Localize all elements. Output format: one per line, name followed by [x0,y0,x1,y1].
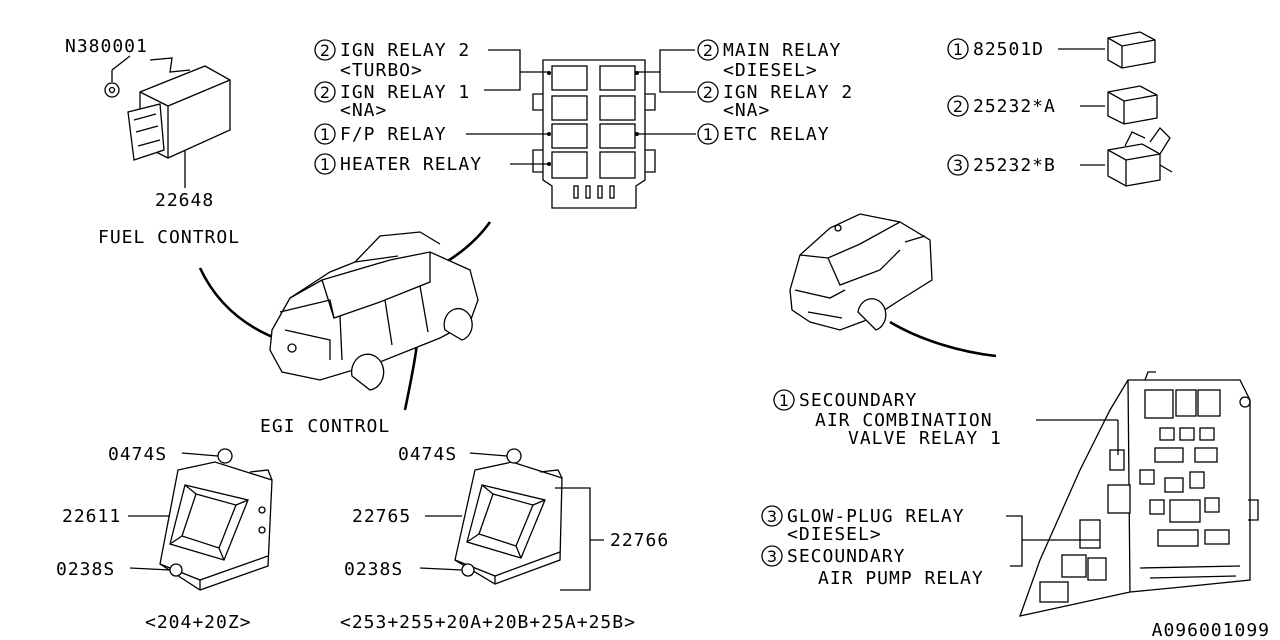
svg-text:SECOUNDARY: SECOUNDARY [787,546,905,567]
svg-text:IGN RELAY 1: IGN RELAY 1 [340,82,470,103]
svg-text:82501D: 82501D [973,39,1044,60]
relay-legend-item-3: 3 25232*B [947,126,1173,187]
fuel-control-module [104,55,231,188]
svg-text:2: 2 [703,41,713,60]
svg-text:1: 1 [320,155,330,174]
diagram-code: A096001099 [1152,620,1270,640]
ecm-left-caption: <204+20Z> [145,612,252,633]
ecm-right-bolt-top-label: 0474S [398,444,457,465]
callout-etc-relay: 1 ETC RELAY [697,123,830,145]
svg-text:1: 1 [320,125,330,144]
car-front-view [789,213,997,358]
callout-glow-plug-relay: 3 GLOW-PLUG RELAY <DIESEL> [761,505,965,545]
svg-text:<DIESEL>: <DIESEL> [787,524,882,545]
ecm-left [159,448,273,591]
relay-box [532,59,656,209]
fuel-unit-part-label: 22648 [155,190,214,211]
egi-control-caption: EGI CONTROL [260,416,390,437]
callout-heater-relay: 1 HEATER RELAY [314,153,482,175]
svg-text:2: 2 [953,97,963,116]
callout-secoundary-air-pump-relay: 3 SECOUNDARY AIR PUMP RELAY [761,545,984,589]
relay-legend-item-2: 2 25232*A [947,85,1158,125]
svg-text:1: 1 [703,125,713,144]
svg-text:ETC RELAY: ETC RELAY [723,124,830,145]
ecm-right-part-label: 22765 [352,506,411,527]
relay-legend-item-1: 1 82501D [947,31,1156,69]
svg-text:<TURBO>: <TURBO> [340,60,423,81]
svg-text:AIR COMBINATION: AIR COMBINATION [815,410,993,431]
engine-bay-relay-box [1018,371,1259,617]
svg-text:MAIN RELAY: MAIN RELAY [723,40,841,61]
svg-text:SECOUNDARY: SECOUNDARY [799,390,917,411]
svg-text:VALVE RELAY 1: VALVE RELAY 1 [848,428,1002,449]
svg-text:AIR PUMP RELAY: AIR PUMP RELAY [818,568,984,589]
svg-text:3: 3 [767,507,777,526]
ecm-right-part2-label: 22766 [610,530,669,551]
callout-main-relay-diesel: 2 MAIN RELAY <DIESEL> [697,39,841,81]
svg-text:<DIESEL>: <DIESEL> [723,60,818,81]
svg-text:2: 2 [320,41,330,60]
fuel-control-caption: FUEL CONTROL [98,227,240,248]
svg-text:<NA>: <NA> [723,100,770,121]
svg-text:F/P RELAY: F/P RELAY [340,124,447,145]
ecm-right-bolt-bottom-label: 0238S [344,559,403,580]
ecm-right-caption: <253+255+20A+20B+25A+25B> [340,612,636,633]
svg-text:2: 2 [703,83,713,102]
svg-text:IGN RELAY 2: IGN RELAY 2 [340,40,470,61]
svg-text:3: 3 [767,547,777,566]
svg-text:HEATER RELAY: HEATER RELAY [340,154,482,175]
callout-ign-relay-1-na: 2 IGN RELAY 1 <NA> [314,81,470,121]
svg-text:GLOW-PLUG RELAY: GLOW-PLUG RELAY [787,506,965,527]
svg-text:3: 3 [953,156,963,175]
svg-text:2: 2 [320,83,330,102]
callout-ign-relay-2-na: 2 IGN RELAY 2 <NA> [697,81,853,121]
svg-text:1: 1 [779,391,789,410]
svg-text:25232*A: 25232*A [973,96,1056,117]
svg-text:25232*B: 25232*B [973,155,1056,176]
ecm-left-part-label: 22611 [62,506,121,527]
svg-text:IGN RELAY 2: IGN RELAY 2 [723,82,853,103]
callout-ign-relay-2-turbo: 2 IGN RELAY 2 <TURBO> [314,39,470,81]
ecm-left-bolt-bottom-label: 0238S [56,559,115,580]
callout-secoundary-air-combination-valve-relay: 1 SECOUNDARY AIR COMBINATION VALVE RELAY… [773,389,1119,455]
fuel-bolt-part-label: N380001 [65,36,148,57]
callout-fp-relay: 1 F/P RELAY [314,123,447,145]
svg-text:<NA>: <NA> [340,100,387,121]
ecm-right [454,448,563,585]
svg-text:1: 1 [953,40,963,59]
ecm-left-bolt-top-label: 0474S [108,444,167,465]
car-rear-view [198,221,492,411]
